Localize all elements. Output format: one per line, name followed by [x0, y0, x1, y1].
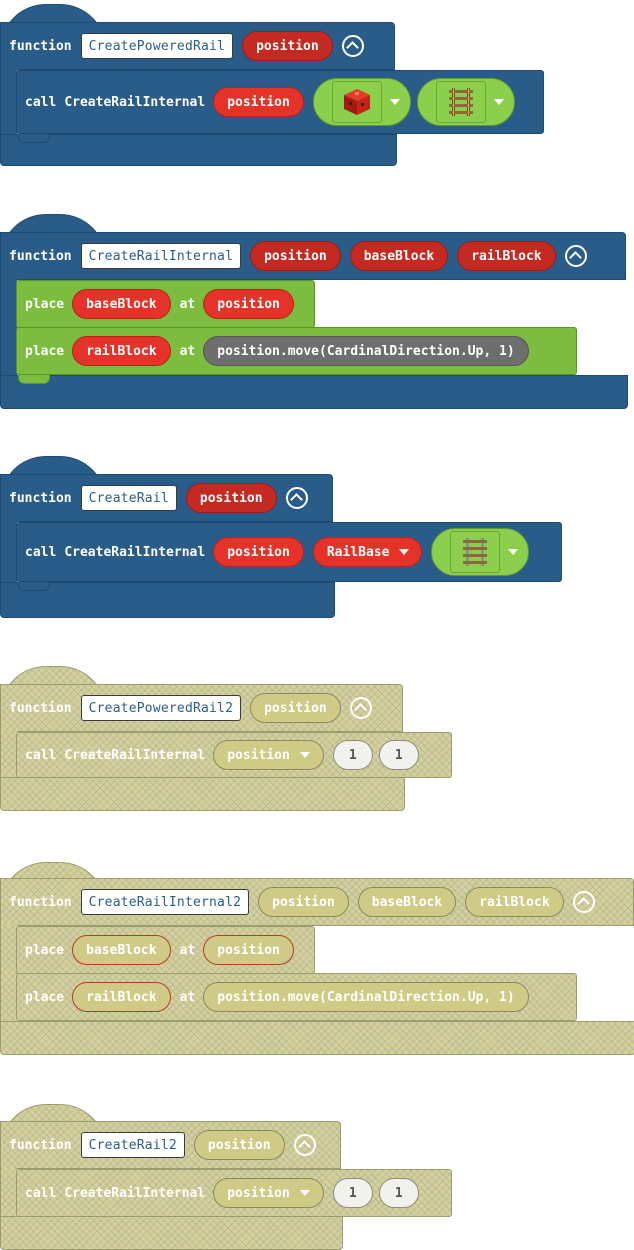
- place-keyword: place: [25, 343, 65, 359]
- call-statement[interactable]: call CreateRailInternal position RailBas…: [16, 522, 562, 582]
- function-block-create-powered-rail[interactable]: function CreatePoweredRail position call…: [0, 0, 634, 170]
- collapse-toggle-icon[interactable]: [285, 487, 308, 509]
- call-function-name: CreateRailInternal: [64, 747, 206, 763]
- param-position[interactable]: position: [258, 887, 349, 917]
- chevron-down-icon: [299, 752, 310, 758]
- number-arg-1[interactable]: 1: [332, 1178, 373, 1208]
- function-block-create-rail-2[interactable]: function CreateRail2 position call Creat…: [0, 1100, 634, 1250]
- chevron-down-icon: [389, 99, 400, 105]
- call-keyword: call: [25, 544, 57, 560]
- function-keyword: function: [9, 490, 72, 506]
- call-keyword: call: [25, 747, 57, 763]
- arg-rail-block[interactable]: railBlock: [72, 336, 171, 366]
- function-name-field[interactable]: CreateRail: [80, 485, 177, 511]
- call-keyword: call: [25, 94, 57, 110]
- collapse-toggle-icon[interactable]: [349, 697, 372, 719]
- param-rail-block[interactable]: railBlock: [457, 241, 556, 271]
- function-keyword: function: [9, 38, 72, 54]
- place-statement-2[interactable]: place railBlock at position.move(Cardina…: [16, 327, 577, 375]
- function-name-field[interactable]: CreatePoweredRail2: [80, 695, 242, 721]
- position-dropdown[interactable]: position: [213, 740, 324, 770]
- place-statement-2[interactable]: place railBlock at position.move(Cardina…: [16, 973, 577, 1021]
- arg-rail-block[interactable]: railBlock: [72, 982, 171, 1012]
- function-block-create-rail-internal-2[interactable]: function CreateRailInternal2 position ba…: [0, 858, 634, 1058]
- chevron-down-icon: [299, 1190, 310, 1196]
- param-rail-block[interactable]: railBlock: [465, 887, 564, 917]
- redstone-block-icon: [331, 81, 382, 123]
- place-keyword: place: [25, 296, 65, 312]
- rail-base-label: RailBase: [326, 544, 390, 560]
- at-keyword: at: [179, 296, 196, 312]
- rail-base-dropdown[interactable]: RailBase: [312, 537, 423, 567]
- rail-dropdown[interactable]: [431, 528, 530, 576]
- position-label: position: [227, 747, 290, 763]
- place-keyword: place: [25, 942, 65, 958]
- collapse-toggle-icon[interactable]: [293, 1134, 316, 1156]
- at-keyword: at: [179, 343, 196, 359]
- collapse-toggle-icon[interactable]: [341, 35, 364, 57]
- arg-base-block[interactable]: baseBlock: [72, 289, 171, 319]
- function-keyword: function: [9, 894, 72, 910]
- arg-position[interactable]: position: [213, 87, 304, 117]
- arg-position[interactable]: position: [203, 935, 294, 965]
- function-name-field[interactable]: CreateRail2: [80, 1132, 185, 1158]
- place-statement-1[interactable]: place baseBlock at position: [16, 280, 315, 328]
- function-keyword: function: [9, 700, 72, 716]
- chevron-down-icon: [508, 549, 519, 555]
- at-keyword: at: [179, 989, 196, 1005]
- call-statement[interactable]: call CreateRailInternal position: [16, 70, 544, 134]
- chevron-down-icon: [399, 549, 410, 555]
- param-position[interactable]: position: [193, 1130, 285, 1160]
- function-name-field[interactable]: CreateRailInternal: [80, 243, 242, 269]
- collapse-toggle-icon[interactable]: [564, 245, 587, 267]
- chevron-down-icon: [493, 99, 504, 105]
- call-statement[interactable]: call CreateRailInternal position 1 1: [16, 732, 452, 778]
- position-label: position: [227, 1185, 290, 1201]
- function-block-create-rail-internal[interactable]: function CreateRailInternal position bas…: [0, 210, 634, 410]
- position-move-expression[interactable]: position.move(CardinalDirection.Up, 1): [203, 982, 529, 1012]
- param-position[interactable]: position: [250, 241, 341, 271]
- call-keyword: call: [25, 1185, 57, 1201]
- function-keyword: function: [9, 248, 72, 264]
- call-statement[interactable]: call CreateRailInternal position 1 1: [16, 1169, 452, 1217]
- powered-rail-icon: [435, 81, 486, 123]
- arg-position[interactable]: position: [213, 537, 304, 567]
- block-dropdown[interactable]: [312, 78, 411, 126]
- param-base-block[interactable]: baseBlock: [349, 241, 449, 271]
- param-position[interactable]: position: [250, 693, 341, 723]
- position-dropdown[interactable]: position: [213, 1178, 324, 1208]
- param-base-block[interactable]: baseBlock: [357, 887, 457, 917]
- arg-base-block[interactable]: baseBlock: [72, 935, 171, 965]
- place-statement-1[interactable]: place baseBlock at position: [16, 926, 315, 974]
- call-function-name: CreateRailInternal: [64, 544, 206, 560]
- rail-dropdown[interactable]: [416, 78, 515, 126]
- at-keyword: at: [179, 942, 196, 958]
- function-block-create-powered-rail-2[interactable]: function CreatePoweredRail2 position cal…: [0, 662, 634, 812]
- call-function-name: CreateRailInternal: [64, 1185, 206, 1201]
- collapse-toggle-icon[interactable]: [572, 891, 595, 913]
- position-move-expression[interactable]: position.move(CardinalDirection.Up, 1): [203, 336, 529, 366]
- param-position[interactable]: position: [185, 483, 277, 513]
- function-name-field[interactable]: CreateRailInternal2: [80, 889, 250, 915]
- rail-icon: [450, 531, 501, 573]
- call-function-name: CreateRailInternal: [64, 94, 206, 110]
- arg-position[interactable]: position: [203, 289, 294, 319]
- function-name-field[interactable]: CreatePoweredRail: [80, 33, 234, 59]
- function-block-create-rail[interactable]: function CreateRail position call Create…: [0, 452, 634, 622]
- place-keyword: place: [25, 989, 65, 1005]
- number-arg-1[interactable]: 1: [332, 740, 373, 770]
- param-position[interactable]: position: [242, 31, 333, 61]
- number-arg-2[interactable]: 1: [378, 1178, 419, 1208]
- function-keyword: function: [9, 1137, 72, 1153]
- number-arg-2[interactable]: 1: [378, 740, 419, 770]
